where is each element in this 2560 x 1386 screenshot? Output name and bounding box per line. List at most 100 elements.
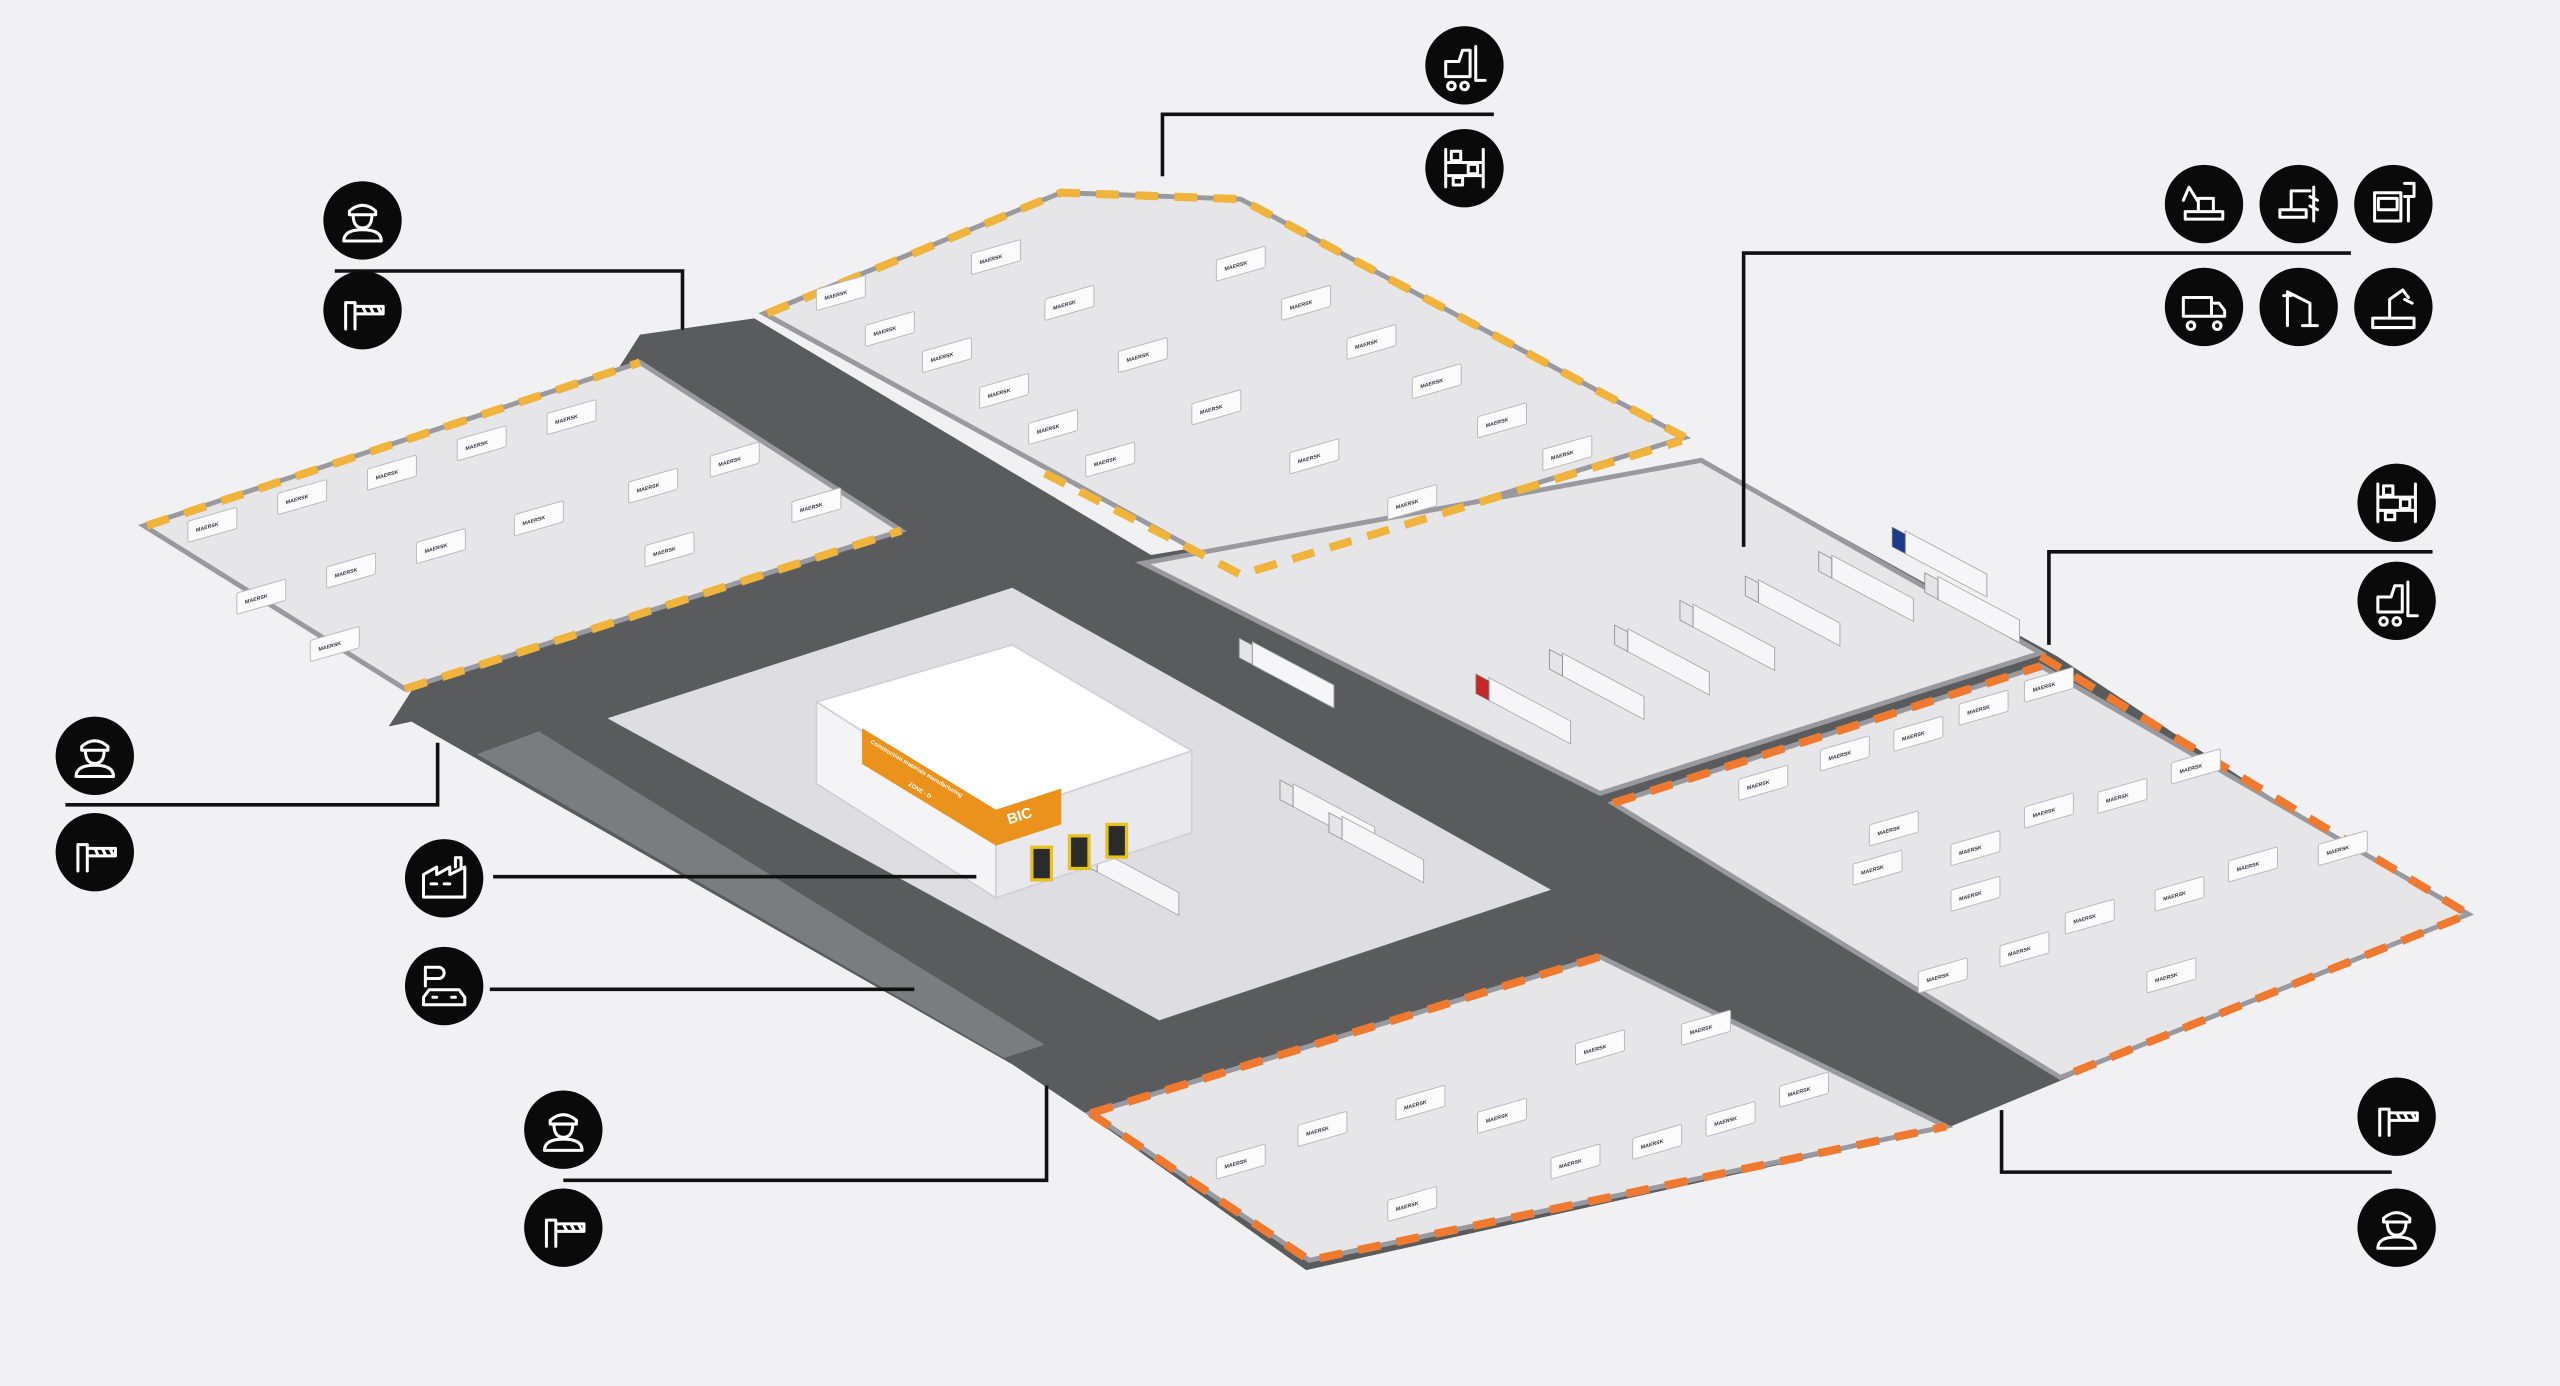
barrier-gate-icon[interactable] [323,270,402,350]
shipping-container: MAERSK [1191,389,1242,426]
shipping-container: MAERSK [1085,441,1136,478]
callout-heavy-equipment [2164,164,2433,347]
semi-truck [1548,648,1645,721]
shipping-container: MAERSK [815,275,866,311]
semi-truck [1238,637,1335,709]
shipping-container: MAERSK [1542,435,1593,471]
shipping-container: MAERSK [1411,363,1462,399]
shipping-container: MAERSK [1477,1098,1527,1134]
shipping-container: MAERSK [1950,876,2001,912]
excavator-icon[interactable] [2164,164,2244,244]
warehouse-shelving-icon[interactable] [1425,128,1504,208]
shipping-container: MAERSK [1893,716,1944,752]
shipping-container: MAERSK [1215,1143,1266,1180]
barrier-gate-icon[interactable] [55,812,134,892]
semi-truck [1891,526,1988,598]
robotic-arm-conveyor-icon[interactable] [2354,267,2433,347]
callout-factory [404,839,484,918]
leader-bottom-right-gate [1999,1110,2392,1174]
car-parking-area [476,731,1045,1058]
shipping-container: MAERSK [456,425,507,461]
shipping-container: MAERSK [709,441,760,478]
truck-parking-icon[interactable] [2354,164,2433,244]
shipping-container: MAERSK [513,500,564,537]
cargo-truck-icon[interactable] [2164,267,2244,347]
shipping-container: MAERSK [644,531,695,568]
leader-heavy-equipment [1741,251,2351,547]
callout-top-left-gate [323,181,402,350]
shipping-container: MAERSK [1819,735,1870,772]
callout-truck-yard [2357,463,2436,640]
shipping-container: MAERSK [628,467,679,504]
shipping-container: MAERSK [2227,846,2278,883]
shipping-container: MAERSK [1117,337,1168,373]
shipping-container: MAERSK [1950,830,2001,866]
shipping-container: MAERSK [1281,285,1332,321]
car-parking-icon[interactable] [404,946,484,1026]
callout-bottom-right-gate [2357,1077,2436,1267]
shipping-container: MAERSK [1917,957,1968,994]
shipping-container: MAERSK [979,373,1030,409]
factory-icon[interactable] [404,839,484,918]
callout-left-gate [55,716,134,892]
fence-bottom [1089,952,1602,1118]
shipping-container: MAERSK [1395,1085,1446,1121]
fence-top [765,188,1687,442]
crane-icon[interactable] [2259,267,2338,347]
shipping-container: MAERSK [1289,438,1340,475]
semi-truck [1475,673,1572,745]
security-guard-icon[interactable] [2357,1188,2436,1267]
road-network [388,318,2449,1271]
shipping-container: MAERSK [2170,748,2221,785]
shipping-container: MAERSK [1852,849,1903,886]
shipping-container: MAERSK [2064,898,2115,935]
shipping-container: MAERSK [546,399,597,435]
leader-truck-yard [2047,549,2433,645]
shipping-container: MAERSK [1297,1111,1348,1147]
leader-left-gate [65,742,440,807]
security-guard-icon[interactable] [323,181,402,260]
fence-top-left-south [403,526,903,693]
semi-truck [1924,572,2021,644]
forklift-icon[interactable] [2357,561,2436,640]
shipping-container: MAERSK [1705,1101,1756,1137]
loading-dock-door [1067,834,1091,871]
shipping-container: MAERSK [970,239,1021,275]
barrier-gate-icon[interactable] [2357,1077,2436,1156]
shipping-container: MAERSK [1387,484,1438,520]
loading-dock-door [1030,845,1054,882]
security-guard-icon[interactable] [524,1090,603,1169]
shipping-container: MAERSK [236,578,287,615]
shipping-container: MAERSK [277,479,328,515]
loading-dock-door [1105,822,1129,859]
drilling-rig-icon[interactable] [2259,164,2338,244]
shipping-container: MAERSK [864,311,915,347]
fence-top-south [1043,436,1683,580]
warehouse-shelving-icon[interactable] [2357,463,2436,542]
semi-truck [1328,812,1425,884]
shipping-container: MAERSK [2023,792,2074,829]
truck-yard [1135,457,2047,797]
shipping-container: MAERSK [921,337,972,373]
shipping-container: MAERSK [2154,876,2205,912]
shipping-container: MAERSK [2097,778,2148,814]
shipping-container: MAERSK [1044,285,1095,321]
shipping-container: MAERSK [1958,689,2009,726]
shipping-container: MAERSK [791,487,842,524]
shipping-container: MAERSK [1868,810,1919,847]
shipping-container: MAERSK [1346,324,1397,360]
shipping-container: MAERSK [187,507,238,543]
semi-truck [1818,550,1914,623]
shipping-container: MAERSK [1387,1186,1438,1222]
shipping-container: MAERSK [309,626,360,662]
semi-truck [1744,575,1841,647]
shipping-container: MAERSK [1215,245,1266,282]
leader-top [1160,112,1494,177]
forklift-icon[interactable] [1425,26,1504,105]
security-guard-icon[interactable] [55,716,134,796]
shipping-container: MAERSK [1632,1124,1683,1160]
shipping-container: MAERSK [366,454,417,491]
barrier-gate-icon[interactable] [524,1188,603,1267]
leader-top-left-gate [334,269,685,330]
